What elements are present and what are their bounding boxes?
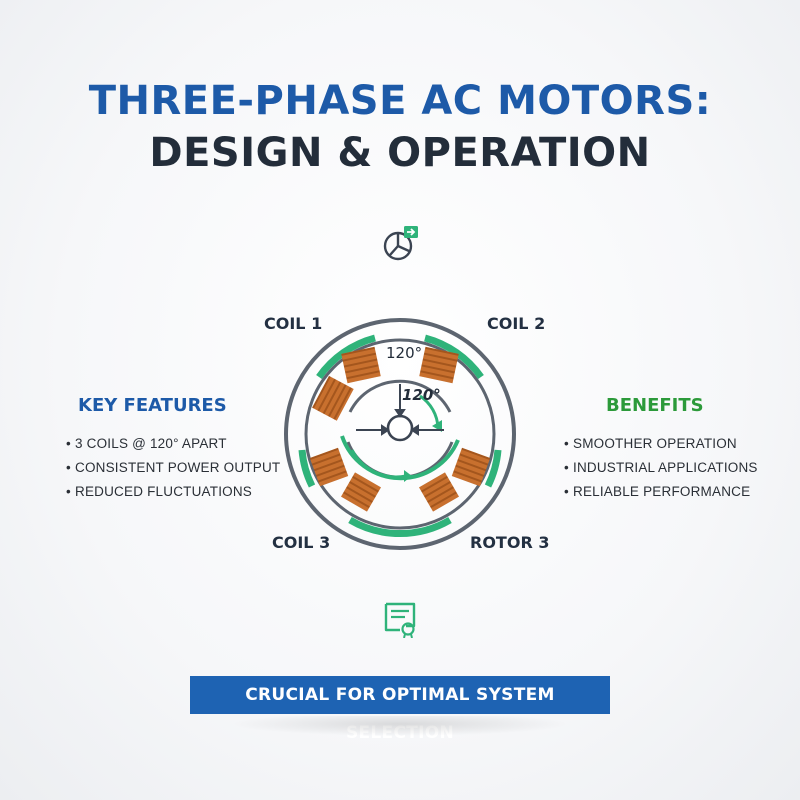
key-features-title: KEY FEATURES bbox=[78, 395, 227, 416]
coil-right-winding bbox=[419, 472, 459, 512]
list-item: •3 COILS @ 120° APART bbox=[66, 436, 227, 451]
rotor-3-winding bbox=[451, 447, 491, 487]
certificate-document-icon bbox=[384, 602, 416, 638]
coil-left-winding bbox=[309, 447, 349, 487]
list-item: •RELIABLE PERFORMANCE bbox=[564, 484, 751, 499]
coil-windings bbox=[309, 346, 491, 512]
coil-3-winding bbox=[341, 472, 381, 512]
rotation-arrow-bottom bbox=[350, 449, 407, 479]
coil-2-winding bbox=[419, 346, 459, 384]
page-title-line-1: THREE-PHASE AC MOTORS: bbox=[88, 78, 712, 124]
stator-inner-ring bbox=[304, 338, 496, 530]
stator-outer-ring bbox=[284, 318, 516, 550]
rotor-green-arc bbox=[340, 435, 460, 481]
banner-shadow bbox=[230, 716, 570, 736]
list-item: •CONSISTENT POWER OUTPUT bbox=[66, 460, 281, 475]
footer-banner: CRUCIAL FOR OPTIMAL SYSTEM SELECTION bbox=[190, 676, 610, 743]
angle-label-inner: 120° bbox=[402, 386, 441, 404]
stator-green-segments bbox=[298, 334, 502, 537]
motor-cross-section-diagram: 120° 120° bbox=[284, 318, 516, 550]
angle-label-outer: 120° bbox=[386, 344, 422, 362]
rotor-lower-arc bbox=[346, 441, 454, 479]
pie-chart-export-icon bbox=[383, 226, 418, 261]
benefits-list: •SMOOTHER OPERATION •INDUSTRIAL APPLICAT… bbox=[564, 432, 758, 504]
rotor-3-label: ROTOR 3 bbox=[470, 533, 550, 552]
list-item: •SMOOTHER OPERATION bbox=[564, 436, 737, 451]
rotor-shaft bbox=[386, 414, 414, 442]
key-features-list: •3 COILS @ 120° APART •CONSISTENT POWER … bbox=[66, 432, 280, 504]
benefits-title: BENEFITS bbox=[606, 395, 704, 416]
coil-3-label: COIL 3 bbox=[272, 533, 331, 552]
list-item: •REDUCED FLUCTUATIONS bbox=[66, 484, 253, 499]
coil-2-label: COIL 2 bbox=[487, 314, 546, 333]
page-title-line-2: DESIGN & OPERATION bbox=[149, 130, 651, 176]
list-item: •INDUSTRIAL APPLICATIONS bbox=[564, 460, 758, 475]
coil-1-label: COIL 1 bbox=[264, 314, 323, 333]
rotor-upper-arc bbox=[348, 379, 452, 413]
coil-1-winding bbox=[341, 346, 381, 384]
